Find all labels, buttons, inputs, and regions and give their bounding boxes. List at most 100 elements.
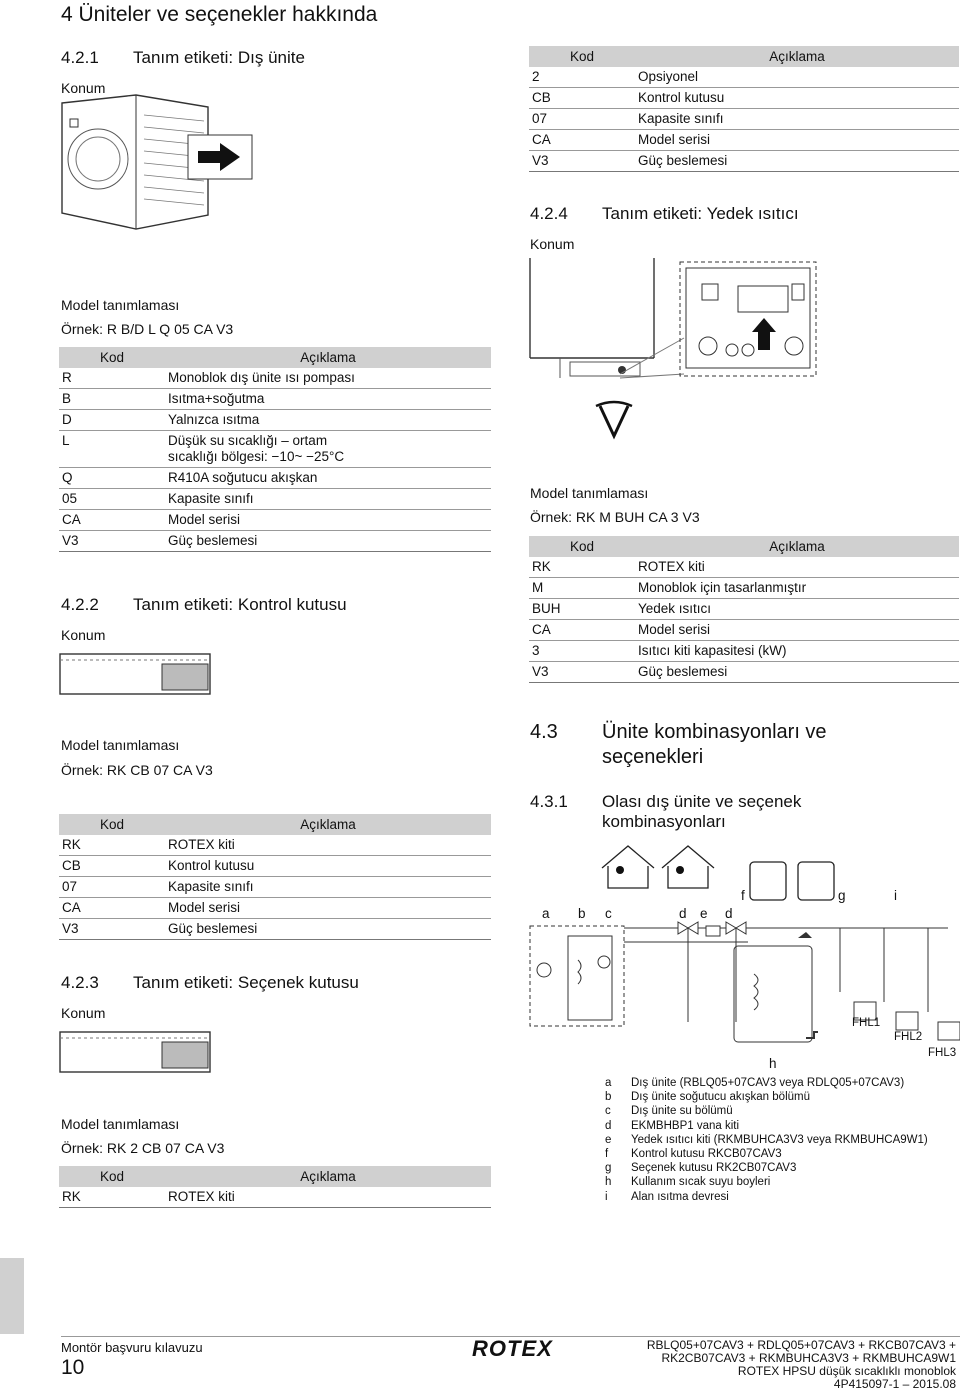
desc-cell: R410A soğutucu akışkan bbox=[165, 467, 491, 489]
col-header-code: Kod bbox=[529, 536, 635, 557]
diagram-label-h: h bbox=[769, 1056, 777, 1071]
code-cell: CA bbox=[529, 129, 635, 151]
model-example: Örnek: RK M BUH CA 3 V3 bbox=[530, 509, 700, 525]
code-cell: CA bbox=[529, 619, 635, 641]
desc-cell: Model serisi bbox=[165, 509, 491, 531]
page-number: 10 bbox=[61, 1356, 85, 1379]
code-cell: L bbox=[59, 430, 165, 468]
code-cell: CB bbox=[59, 855, 165, 877]
code-cell: 2 bbox=[529, 67, 635, 88]
desc-cell: Isıtma+soğutma bbox=[165, 388, 491, 410]
section-number: 4.3 bbox=[530, 721, 558, 743]
model-example: Örnek: R B/D L Q 05 CA V3 bbox=[61, 321, 234, 337]
desc-cell: ROTEX kiti bbox=[635, 557, 959, 578]
section-4-2-1-heading: 4.2.1 Tanım etiketi: Dış ünite bbox=[61, 48, 461, 68]
col-header-code: Kod bbox=[59, 814, 165, 835]
code-cell: RK bbox=[59, 835, 165, 856]
diagram-label-fhl1: FHL1 bbox=[852, 1017, 880, 1029]
code-cell: 07 bbox=[529, 108, 635, 130]
code-cell: RK bbox=[529, 557, 635, 578]
section-title: Tanım etiketi: Seçenek kutusu bbox=[133, 973, 359, 992]
desc-cell: ROTEX kiti bbox=[165, 835, 491, 856]
col-header-code: Kod bbox=[59, 1166, 165, 1187]
control-box-illustration bbox=[59, 653, 211, 695]
section-number: 4.3.1 bbox=[530, 792, 568, 811]
brand-logo: ROTEX bbox=[472, 1336, 553, 1361]
desc-cell: Model serisi bbox=[165, 897, 491, 919]
legend-key: c bbox=[605, 1105, 611, 1118]
desc-cell: Yedek ısıtıcı bbox=[635, 598, 959, 620]
code-cell: B bbox=[59, 388, 165, 410]
desc-cell: Kapasite sınıfı bbox=[165, 488, 491, 510]
section-title-line1: Ünite kombinasyonları ve bbox=[602, 721, 827, 743]
code-cell: V3 bbox=[59, 530, 165, 552]
legend-text: Seçenek kutusu RK2CB07CAV3 bbox=[631, 1162, 797, 1175]
section-number: 4.2.3 bbox=[61, 973, 99, 992]
col-header-code: Kod bbox=[529, 46, 635, 67]
legend-text: Dış ünite (RBLQ05+07CAV3 veya RDLQ05+07C… bbox=[631, 1077, 905, 1089]
col-header-desc: Açıklama bbox=[165, 1166, 491, 1187]
combination-diagram: a b c d e d f g i h FHL1 FHL2 FHL3 bbox=[529, 845, 960, 1071]
code-cell: 07 bbox=[59, 876, 165, 898]
legend-text: Kontrol kutusu RKCB07CAV3 bbox=[631, 1147, 782, 1160]
code-cell: 3 bbox=[529, 640, 635, 662]
col-header-code: Kod bbox=[59, 347, 165, 368]
model-label: Model tanımlaması bbox=[61, 1116, 180, 1132]
legend-key: e bbox=[605, 1133, 612, 1146]
desc-cell: Yalnızca ısıtma bbox=[165, 409, 491, 431]
code-cell: 05 bbox=[59, 488, 165, 510]
model-example: Örnek: RK 2 CB 07 CA V3 bbox=[61, 1140, 225, 1156]
legend-key: i bbox=[605, 1190, 608, 1203]
diagram-label-d: d bbox=[679, 906, 687, 921]
section-number: 4.2.1 bbox=[61, 48, 99, 67]
desc-cell: Isıtıcı kiti kapasitesi (kW) bbox=[635, 640, 959, 662]
col-header-desc: Açıklama bbox=[165, 814, 491, 835]
diagram-label-a: a bbox=[542, 906, 550, 921]
diagram-label-fhl3: FHL3 bbox=[928, 1047, 956, 1059]
diagram-label-b: b bbox=[578, 906, 586, 921]
code-cell: D bbox=[59, 409, 165, 431]
diagram-label-f: f bbox=[741, 888, 745, 903]
legend-key: h bbox=[605, 1176, 612, 1189]
section-title-line2: kombinasyonları bbox=[602, 812, 726, 831]
code-cell: V3 bbox=[59, 918, 165, 940]
footer-line: RBLQ05+07CAV3 + RDLQ05+07CAV3 + RKCB07CA… bbox=[646, 1338, 956, 1352]
desc-cell: Kontrol kutusu bbox=[165, 855, 491, 877]
code-cell: M bbox=[529, 577, 635, 599]
diagram-label-d: d bbox=[725, 906, 733, 921]
desc-cell: Güç beslemesi bbox=[635, 150, 959, 172]
code-cell: CB bbox=[529, 87, 635, 109]
desc-cell: Kapasite sınıfı bbox=[635, 108, 959, 130]
desc-cell: Kontrol kutusu bbox=[635, 87, 959, 109]
col-header-desc: Açıklama bbox=[635, 46, 959, 67]
footer-manual-title: Montör başvuru kılavuzu bbox=[61, 1340, 203, 1355]
col-header-desc: Açıklama bbox=[165, 347, 491, 368]
option-box-illustration bbox=[59, 1031, 211, 1073]
section-title: Tanım etiketi: Dış ünite bbox=[133, 48, 305, 67]
legend-text: Yedek ısıtıcı kiti (RKMBUHCA3V3 veya RKM… bbox=[631, 1133, 928, 1146]
